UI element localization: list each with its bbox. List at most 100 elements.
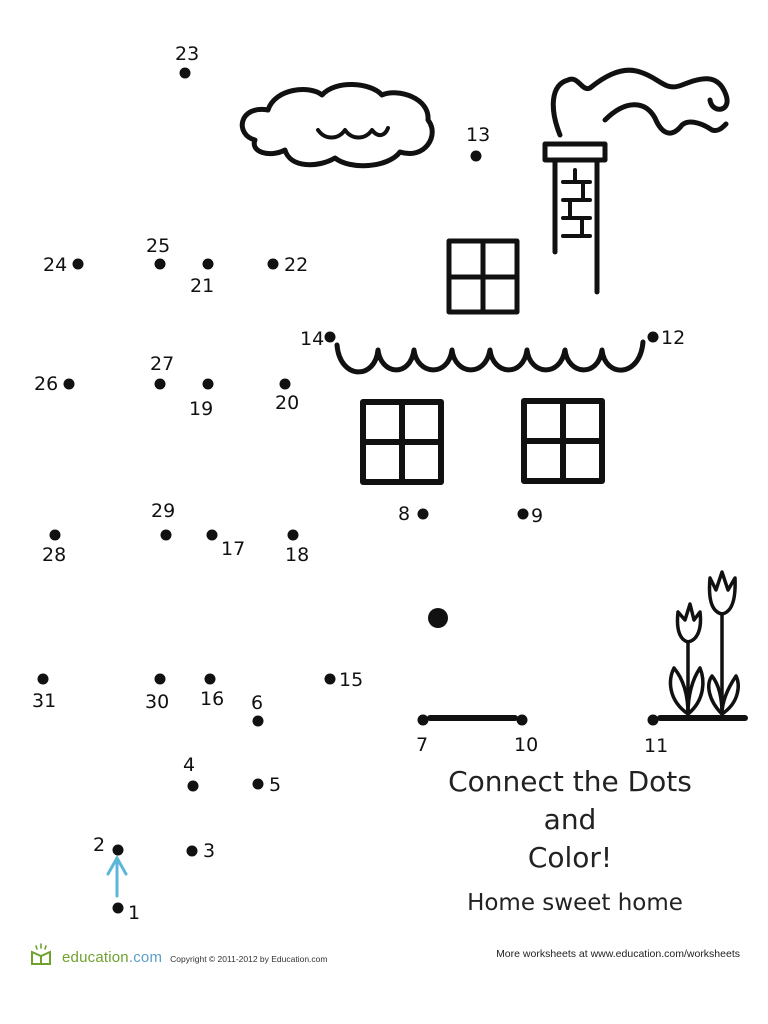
title-line-2: and	[543, 803, 597, 836]
chimney-bricks	[561, 168, 592, 238]
dot-marker[interactable]	[154, 673, 166, 685]
dot-marker[interactable]	[287, 529, 299, 541]
dot-marker[interactable]	[187, 780, 199, 792]
dot-8[interactable]: 8	[398, 503, 429, 525]
tulip-right	[707, 570, 737, 616]
dot-19[interactable]: 19	[189, 378, 214, 421]
dot-marker[interactable]	[417, 508, 429, 520]
cloud-swirl	[316, 126, 390, 140]
dot-label: 13	[466, 124, 490, 146]
dot-marker[interactable]	[324, 331, 336, 343]
dot-15[interactable]: 15	[324, 669, 364, 691]
dot-marker[interactable]	[160, 529, 172, 541]
dot-label: 24	[43, 254, 67, 276]
dot-28[interactable]: 28	[42, 529, 66, 567]
dot-marker[interactable]	[517, 508, 529, 520]
dot-22[interactable]: 22	[267, 254, 309, 276]
dot-label: 25	[146, 235, 170, 257]
dot-6[interactable]: 6	[251, 692, 264, 727]
dot-marker[interactable]	[516, 714, 528, 726]
dot-label: 12	[661, 327, 685, 349]
dot-marker[interactable]	[154, 258, 166, 270]
dot-marker[interactable]	[112, 902, 124, 914]
education-logo-icon	[31, 943, 51, 965]
dot-label: 19	[189, 398, 213, 420]
dot-label: 14	[300, 328, 324, 350]
dot-16[interactable]: 16	[200, 673, 224, 711]
dot-marker[interactable]	[37, 673, 49, 685]
dot-label: 16	[200, 688, 224, 710]
education-logo-text[interactable]: education.com	[62, 949, 163, 966]
dot-21[interactable]: 21	[190, 258, 214, 298]
dot-14[interactable]: 14	[300, 328, 336, 350]
dot-9[interactable]: 9	[517, 505, 544, 527]
dot-marker[interactable]	[72, 258, 84, 270]
dot-5[interactable]: 5	[252, 774, 282, 796]
dot-11[interactable]: 11	[644, 714, 668, 758]
dot-marker[interactable]	[252, 715, 264, 727]
smoke-lower	[602, 102, 729, 136]
dot-marker[interactable]	[202, 378, 214, 390]
cloud-drawing	[239, 82, 435, 169]
dot-marker[interactable]	[206, 529, 218, 541]
dot-31[interactable]: 31	[32, 673, 56, 713]
more-worksheets-link[interactable]: More worksheets at www.education.com/wor…	[496, 948, 740, 960]
dot-marker[interactable]	[647, 331, 659, 343]
dot-label: 21	[190, 275, 214, 297]
dot-marker[interactable]	[324, 673, 336, 685]
dot-label: 20	[275, 392, 299, 414]
dot-label: 27	[150, 353, 174, 375]
dot-12[interactable]: 12	[647, 327, 686, 349]
dot-7[interactable]: 7	[416, 714, 429, 757]
dot-label: 28	[42, 544, 66, 566]
dot-marker[interactable]	[417, 714, 429, 726]
dot-30[interactable]: 30	[145, 673, 169, 714]
dot-17[interactable]: 17	[206, 529, 246, 561]
dot-24[interactable]: 24	[43, 254, 84, 276]
dot-marker[interactable]	[470, 150, 482, 162]
dot-25[interactable]: 25	[146, 235, 170, 270]
dot-marker[interactable]	[252, 778, 264, 790]
dot-4[interactable]: 4	[183, 754, 199, 792]
dot-29[interactable]: 29	[151, 500, 175, 541]
door-knob	[428, 608, 448, 628]
dot-27[interactable]: 27	[150, 353, 174, 390]
dot-label: 23	[175, 43, 199, 65]
dot-label: 30	[145, 691, 169, 713]
dot-marker[interactable]	[279, 378, 291, 390]
dot-marker[interactable]	[647, 714, 659, 726]
dot-label: 9	[531, 505, 543, 527]
dot-marker[interactable]	[186, 845, 198, 857]
dot-marker[interactable]	[154, 378, 166, 390]
copyright-notice: Copyright © 2011-2012 by Education.com	[170, 954, 328, 964]
dot-marker[interactable]	[267, 258, 279, 270]
worksheet-subtitle: Home sweet home	[467, 890, 683, 916]
dot-label: 8	[398, 503, 410, 525]
dot-1[interactable]: 1	[112, 902, 141, 924]
dot-3[interactable]: 3	[186, 840, 216, 862]
start-arrow	[106, 854, 128, 898]
roof-scallops	[334, 339, 646, 375]
title-line-3: Color!	[527, 841, 613, 874]
dot-marker[interactable]	[112, 844, 124, 856]
dot-10[interactable]: 10	[514, 714, 538, 757]
dot-23[interactable]: 23	[175, 43, 199, 79]
worksheet-title: Connect the Dots and Color!	[400, 765, 740, 885]
dot-label: 17	[221, 538, 245, 560]
dot-18[interactable]: 18	[285, 529, 309, 567]
dot-label: 29	[151, 500, 175, 522]
dot-marker[interactable]	[49, 529, 61, 541]
dot-marker[interactable]	[63, 378, 75, 390]
dot-20[interactable]: 20	[275, 378, 299, 415]
dot-2[interactable]: 2	[93, 834, 124, 856]
dot-label: 22	[284, 254, 308, 276]
dot-marker[interactable]	[202, 258, 214, 270]
dot-marker[interactable]	[179, 67, 191, 79]
dot-label: 1	[128, 902, 140, 924]
dot-26[interactable]: 26	[34, 373, 75, 395]
dot-13[interactable]: 13	[466, 124, 490, 162]
dot-marker[interactable]	[204, 673, 216, 685]
